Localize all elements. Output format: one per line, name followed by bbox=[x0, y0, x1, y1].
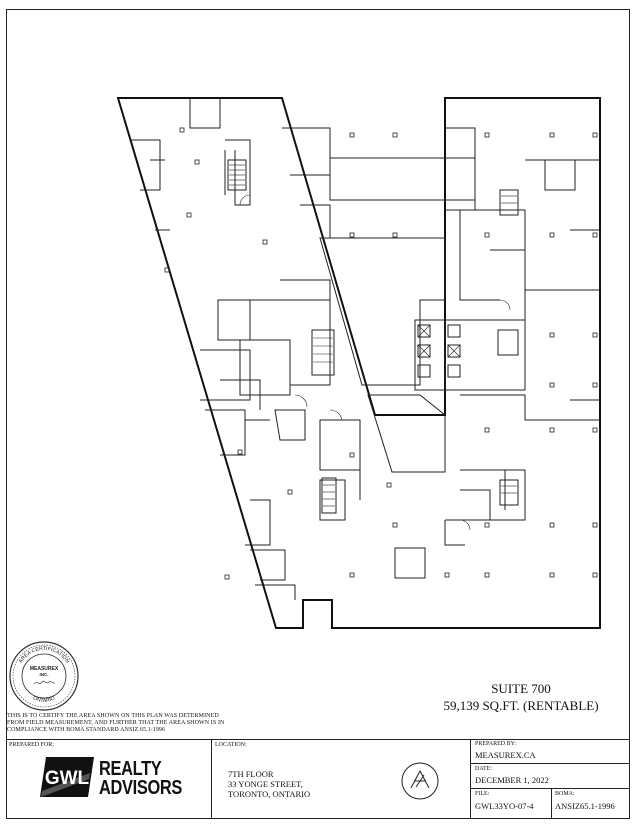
location-label: LOCATION: bbox=[215, 742, 247, 748]
logo-gwl-text: GWL bbox=[45, 768, 90, 789]
atrium-upper bbox=[319, 237, 446, 386]
seal-company-suffix: INC. bbox=[40, 672, 49, 677]
location-address: 7TH FLOOR 33 YONGE STREET, TORONTO, ONTA… bbox=[228, 769, 310, 799]
meeting-room bbox=[329, 157, 476, 201]
prepared-for-label: PREPARED FOR: bbox=[9, 742, 54, 748]
suite-name: SUITE 700 bbox=[491, 681, 551, 696]
prepared-by-value: MEASUREX.CA bbox=[475, 750, 536, 760]
file-label: FILE: bbox=[475, 791, 490, 797]
logo-word: REALTY bbox=[99, 758, 162, 780]
seal-province: ONTARIO bbox=[32, 695, 56, 704]
logo-word: ADVISORS bbox=[99, 777, 183, 799]
seal-signature bbox=[33, 680, 56, 685]
svg-text:ONTARIO: ONTARIO bbox=[32, 695, 56, 704]
title-block: PREPARED FOR: LOCATION: 7TH FLOOR 33 YON… bbox=[6, 739, 630, 819]
certification-statement: THIS IS TO CERTIFY THE AREA SHOWN ON THI… bbox=[7, 713, 267, 734]
date-value: DECEMBER 1, 2022 bbox=[475, 775, 549, 785]
seal-company: MEASUREX bbox=[30, 666, 59, 672]
suite-area: 59,139 SQ.FT. (RENTABLE) bbox=[443, 698, 599, 713]
office-cluster bbox=[217, 299, 331, 386]
floor-plan bbox=[116, 97, 601, 629]
location-line: TORONTO, ONTARIO bbox=[228, 789, 311, 799]
north-arrow-icon bbox=[401, 762, 439, 800]
cert-line: FROM FIELD MEASUREMENT, AND FURTHER THAT… bbox=[7, 720, 225, 726]
area-certification-seal: AREA CERTIFICATION ONTARIO MEASUREX INC. bbox=[9, 641, 79, 711]
location-line: 33 YONGE STREET, bbox=[228, 779, 303, 789]
logo-wordmark: REALTY ADVISORS bbox=[99, 758, 183, 799]
location-line: 7TH FLOOR bbox=[228, 769, 274, 779]
atrium-lower bbox=[367, 394, 446, 473]
floor-outline bbox=[116, 97, 601, 629]
cert-line: THIS IS TO CERTIFY THE AREA SHOWN ON THI… bbox=[7, 713, 219, 719]
drawing-sheet bbox=[6, 9, 630, 819]
prepared-by-label: PREPARED BY: bbox=[475, 741, 517, 747]
boma-label: BOMA: bbox=[555, 791, 575, 797]
boma-value: ANSIZ65.1-1996 bbox=[555, 801, 615, 811]
suite-caption: SUITE 700 59,139 SQ.FT. (RENTABLE) bbox=[416, 680, 626, 714]
gwl-logo: GWL bbox=[40, 757, 94, 797]
cert-line: COMPLIANCE WITH BOMA STANDARD ANSIZ.65.1… bbox=[7, 727, 166, 733]
date-label: DATE: bbox=[475, 766, 492, 772]
file-value: GWL33YO-07-4 bbox=[475, 801, 534, 811]
